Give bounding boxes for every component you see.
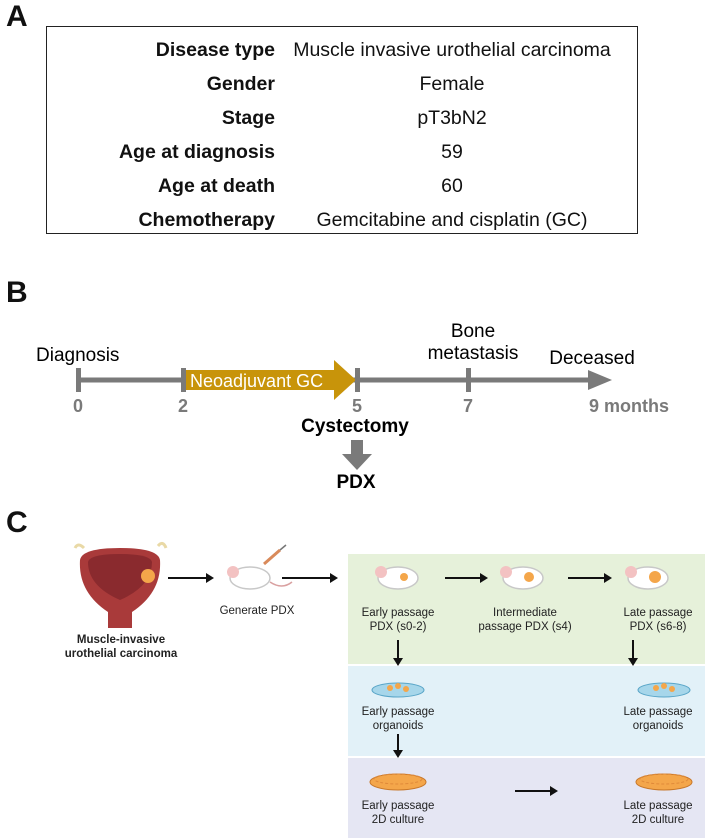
early-organoid-label-line1: Early passage <box>361 706 435 718</box>
table-row: Chemotherapy Gemcitabine and cisplatin (… <box>47 203 637 237</box>
generate-pdx-label: Generate PDX <box>219 605 295 617</box>
row-value: Gemcitabine and cisplatin (GC) <box>316 209 588 231</box>
table-row: Gender Female <box>47 67 637 101</box>
tumor-label-line1: Muscle-invasive <box>76 634 166 646</box>
panel-label-c: C <box>6 506 28 539</box>
pdx-down-arrow <box>342 440 372 470</box>
early-pdx-mouse-icon <box>375 566 419 590</box>
row-value: 60 <box>441 175 463 197</box>
workflow-graphics <box>73 541 693 796</box>
tick-0 <box>76 368 81 392</box>
late-2d-label-line1: Late passage <box>623 800 693 812</box>
early-pdx-label-line1: Early passage <box>361 607 435 619</box>
late-organoid-label-line1: Late passage <box>623 706 693 718</box>
late-pdx-label-line2: PDX (s6-8) <box>629 621 687 633</box>
late-pdx-label: Late passage PDX (s6-8) <box>613 606 703 634</box>
tumor-label: Muscle-invasive urothelial carcinoma <box>56 633 186 661</box>
bone-label-line1: Bone <box>451 321 495 342</box>
cystectomy-label: Cystectomy <box>301 416 409 437</box>
tick-label-2: 2 <box>178 396 188 416</box>
early-2d-label-line1: Early passage <box>361 800 435 812</box>
intermediate-pdx-label: Intermediate passage PDX (s4) <box>470 606 580 634</box>
row-value: Muscle invasive urothelial carcinoma <box>293 39 611 61</box>
late-organoid-label-line2: organoids <box>632 720 684 732</box>
syringe-icon <box>263 544 287 566</box>
intermediate-pdx-label-line1: Intermediate <box>493 607 557 619</box>
early-2d-culture-dish-icon <box>369 773 427 791</box>
row-label: Age at death <box>157 175 275 197</box>
arrow-organoids-to-2d <box>393 734 403 758</box>
tick-7 <box>466 368 471 392</box>
mouse-icon <box>227 566 293 590</box>
row-value: Female <box>419 73 485 95</box>
early-organoid-dish-icon <box>371 682 425 698</box>
pdx-label: PDX <box>336 472 375 493</box>
timeline-end-arrowhead <box>588 370 612 390</box>
table-row: Stage pT3bN2 <box>47 101 637 135</box>
arrow-intermediate-to-late <box>568 573 612 583</box>
panel-label-b: B <box>6 276 28 309</box>
tick-label-9: 9 months <box>589 396 669 416</box>
early-organoid-label: Early passage organoids <box>348 705 448 733</box>
row-label: Disease type <box>155 39 275 61</box>
patient-info-table: Disease type Muscle invasive urothelial … <box>46 26 638 234</box>
deceased-label: Deceased <box>549 348 635 369</box>
late-2d-label-line2: 2D culture <box>631 814 685 826</box>
late-pdx-label-line1: Late passage <box>623 607 693 619</box>
row-value: pT3bN2 <box>417 107 487 129</box>
tick-label-0: 0 <box>73 396 83 416</box>
late-organoid-label: Late passage organoids <box>613 705 703 733</box>
bladder-icon <box>73 541 168 628</box>
arrow-tumor-to-mouse <box>168 573 214 583</box>
workflow-diagram: Muscle-invasive urothelial carcinoma Gen… <box>0 520 708 838</box>
early-pdx-label: Early passage PDX (s0-2) <box>348 606 448 634</box>
row-label: Age at diagnosis <box>118 141 275 163</box>
tick-label-5: 5 <box>352 396 362 416</box>
row-label: Gender <box>206 73 275 95</box>
early-pdx-label-line2: PDX (s0-2) <box>369 621 427 633</box>
late-2d-culture-dish-icon <box>635 773 693 791</box>
tick-label-7: 7 <box>463 396 473 416</box>
early-organoid-label-line2: organoids <box>372 720 424 732</box>
early-2d-label: Early passage 2D culture <box>348 799 448 827</box>
tumor-label-line2: urothelial carcinoma <box>64 648 178 660</box>
early-2d-label-line2: 2D culture <box>371 814 425 826</box>
diagnosis-label: Diagnosis <box>36 345 119 366</box>
row-label: Stage <box>221 107 275 129</box>
table-row: Age at diagnosis 59 <box>47 135 637 169</box>
row-value: 59 <box>441 141 463 163</box>
table-row: Disease type Muscle invasive urothelial … <box>47 33 637 67</box>
treatment-timeline: Diagnosis Bone metastasis Deceased Neoad… <box>36 321 669 493</box>
intermediate-pdx-label-line2: passage PDX (s4) <box>478 621 572 633</box>
culture-band <box>348 758 705 838</box>
arrow-early-2d-to-late-2d <box>515 786 558 796</box>
arrow-late-pdx-to-organoids <box>628 640 638 666</box>
neoadjuvant-arrow <box>183 360 356 400</box>
table-row: Age at death 60 <box>47 169 637 203</box>
arrow-early-to-intermediate <box>445 573 488 583</box>
late-organoid-dish-icon <box>637 682 691 698</box>
organoid-band <box>348 666 705 756</box>
intermediate-pdx-mouse-icon <box>500 566 544 590</box>
arrow-early-pdx-to-organoids <box>393 640 403 666</box>
bone-label-line2: metastasis <box>428 343 519 364</box>
late-2d-label: Late passage 2D culture <box>613 799 703 827</box>
panel-label-a: A <box>6 0 28 33</box>
tick-2 <box>181 368 186 392</box>
row-label: Chemotherapy <box>138 209 275 231</box>
neoadjuvant-label: Neoadjuvant GC <box>190 371 323 391</box>
late-pdx-mouse-icon <box>625 566 669 590</box>
tick-5 <box>355 368 360 392</box>
arrow-generate-to-early <box>282 573 338 583</box>
